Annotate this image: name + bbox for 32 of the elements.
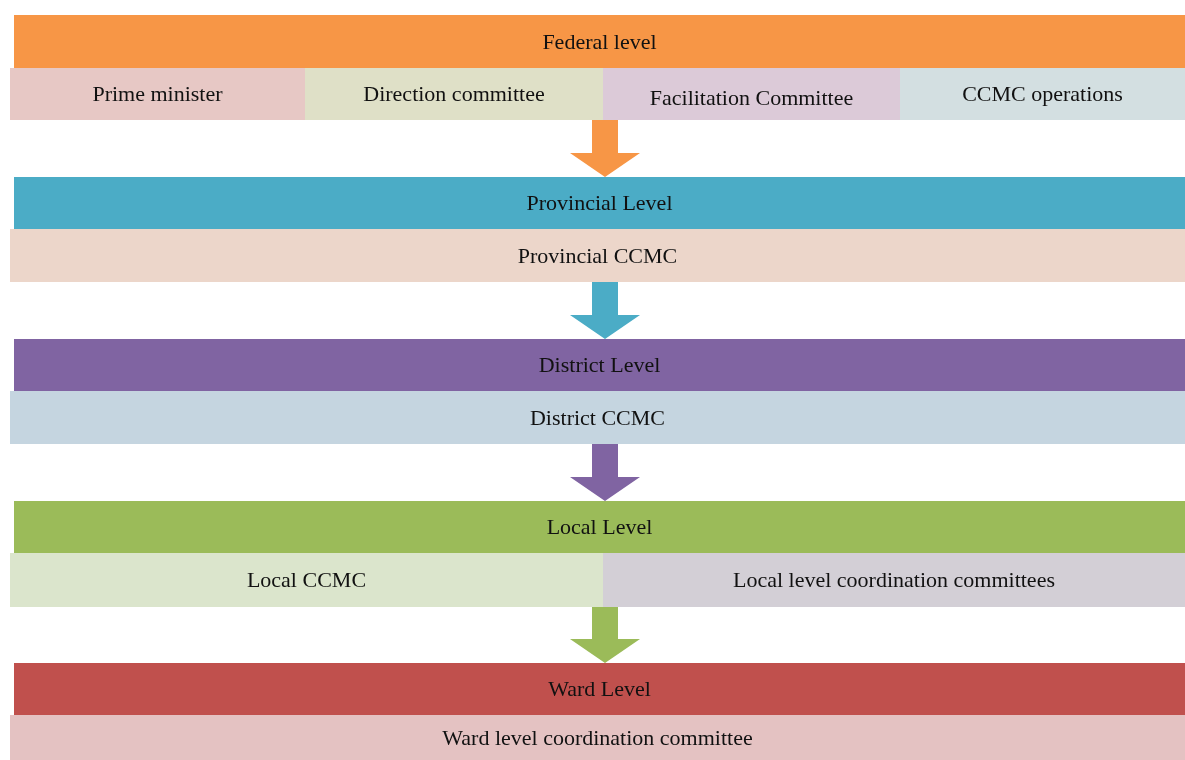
- block-arrow: [570, 607, 640, 663]
- node-label: Federal level: [542, 28, 657, 55]
- level-header-band: [14, 15, 1185, 68]
- committee-box: [10, 553, 603, 607]
- committee-box: [10, 229, 1185, 282]
- committee-box: [10, 68, 305, 120]
- node-label: CCMC operations: [962, 81, 1123, 107]
- node-label: Ward Level: [548, 676, 651, 702]
- committee-box: [900, 68, 1185, 120]
- block-arrow: [570, 282, 640, 339]
- node-label: Local CCMC: [246, 567, 367, 593]
- node-label: Direction committee: [363, 81, 545, 107]
- committee-box: [10, 391, 1185, 444]
- node-label: Ward level coordination committee: [442, 724, 753, 751]
- committee-box: [10, 715, 1185, 760]
- node-label: District Level: [538, 352, 661, 378]
- node-label: Provincial CCMC: [517, 242, 678, 269]
- node-label: Provincial Level: [526, 190, 673, 216]
- level-header-band: [14, 501, 1185, 553]
- level-header-band: [14, 177, 1185, 229]
- node-label: Facilitation Committee: [649, 85, 854, 111]
- committee-box: [305, 68, 603, 120]
- committee-box: [603, 68, 900, 120]
- node-label: Local level coordination committees: [733, 567, 1055, 593]
- node-label: District CCMC: [529, 404, 666, 431]
- level-header-band: [14, 663, 1185, 715]
- level-header-band: [14, 339, 1185, 391]
- block-arrow: [570, 444, 640, 501]
- committee-box: [603, 553, 1185, 607]
- node-label: Local Level: [546, 514, 653, 540]
- node-label: Prime minister: [92, 81, 223, 107]
- block-arrow: [570, 120, 640, 177]
